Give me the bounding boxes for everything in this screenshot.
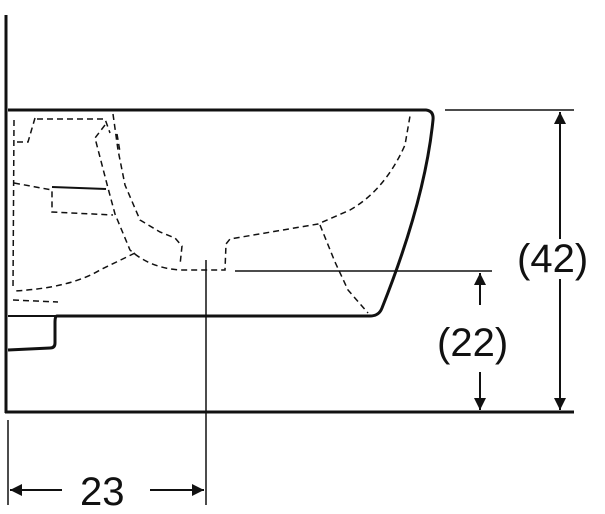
hidden-lines	[12, 113, 411, 314]
outlet-height-label: (22)	[437, 321, 509, 365]
shelf-line	[51, 186, 107, 190]
bowl-outline	[7, 108, 435, 352]
total-height-label: (42)	[517, 237, 589, 281]
outlet-distance-label: 23	[80, 470, 125, 514]
